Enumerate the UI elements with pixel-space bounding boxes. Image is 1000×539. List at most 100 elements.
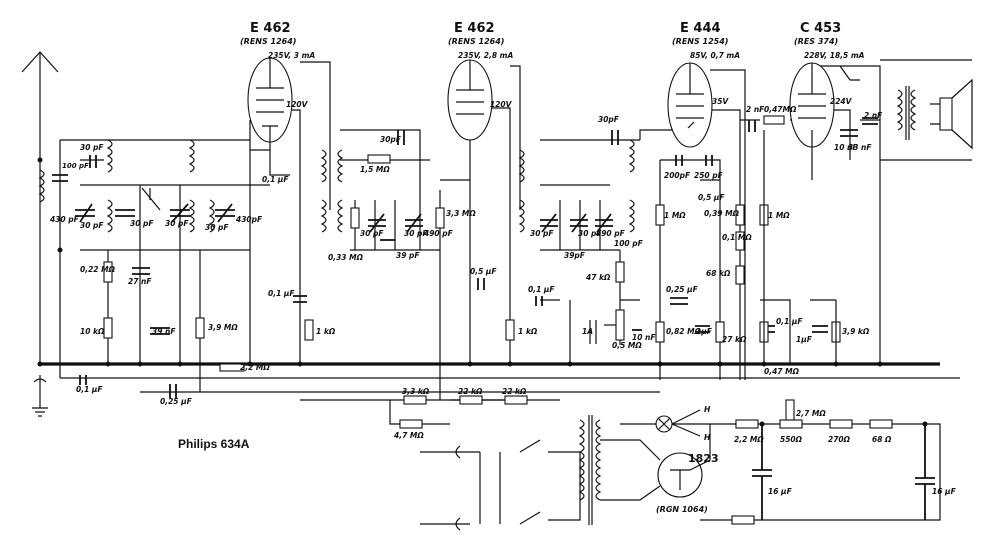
label-r01m: 0,1 MΩ	[722, 233, 752, 242]
label-c2nf-a: 2 nF	[746, 105, 765, 114]
label-c01uf-b: 0,1 μF	[262, 175, 289, 184]
stage1-wiring	[59, 120, 270, 392]
label-c16uf-b: 16 μF	[932, 487, 957, 496]
tube-1	[247, 57, 293, 151]
tuning-capacitors-stage1	[52, 155, 235, 398]
label-c2nf-b: 2 nF	[864, 111, 883, 120]
label-pot1a: 1A	[582, 327, 593, 336]
tuning-capacitors-stage2	[368, 130, 423, 241]
label-c30pf-h: 30 pF	[404, 229, 428, 238]
resistor-22m-a	[219, 363, 245, 372]
label-c430pf-a: 430 pF	[50, 215, 80, 224]
label-c30pf-f: 30pF	[380, 135, 402, 144]
capacitors-output	[840, 117, 878, 137]
tube-2	[447, 59, 493, 141]
speaker-rail	[880, 59, 972, 161]
label-r22k-b: 22 kΩ	[502, 387, 527, 396]
tube4-type: (RES 374)	[794, 37, 838, 46]
switch-stage1	[141, 187, 161, 211]
label-c27nf: 27 nF	[128, 277, 152, 286]
label-c39pf-a: 39 pF	[396, 251, 420, 260]
label-r022m: 0,22 MΩ	[80, 265, 116, 274]
tube2-grid: 120V	[490, 100, 513, 109]
label-c10nf: 10 nF	[632, 333, 656, 342]
label-c16uf-a: 16 μF	[768, 487, 793, 496]
resistor-01m	[735, 231, 745, 251]
label-c33nf: 33 nF	[848, 143, 872, 152]
label-c430pf-b: 430pF	[236, 215, 263, 224]
label-r39m: 3,9 MΩ	[208, 323, 238, 332]
label-c30pf-i: 30pF	[598, 115, 620, 124]
earth-symbol	[32, 375, 48, 417]
label-r550: 550Ω	[780, 435, 803, 444]
label-c39pf-b: 39pF	[564, 251, 586, 260]
capacitors-stage4	[670, 120, 828, 333]
rectifier-tube-1823	[600, 424, 711, 501]
label-r27k: 27 kΩ	[722, 335, 747, 344]
tube3-grid: 35V	[712, 97, 729, 106]
label-r47m: 4,7 MΩ	[394, 431, 424, 440]
resistor-1k-b	[505, 319, 515, 341]
stage4-wiring	[760, 119, 837, 364]
label-c30pf-k: 30 pF	[578, 229, 602, 238]
resistor-15m	[367, 154, 391, 164]
tube-4	[789, 62, 835, 180]
label-c39nf-a: 39 nF	[152, 327, 176, 336]
label-r33k: 3,3 kΩ	[402, 387, 430, 396]
label-r68k: 68 kΩ	[706, 269, 731, 278]
resistor-550	[779, 419, 803, 429]
label-c100pf: 100 pF	[62, 162, 89, 170]
resistor-33m	[435, 207, 445, 229]
input-coils	[106, 139, 215, 233]
tube1-wiring	[269, 109, 301, 364]
tube3-type: (RENS 1254)	[672, 37, 728, 46]
label-c05uf-a: 0,5 μF	[470, 267, 497, 276]
speaker-icon	[930, 78, 973, 150]
capacitor-01uf-a	[293, 295, 307, 303]
resistor-68k	[735, 265, 745, 285]
resistor-ballast	[731, 515, 755, 525]
label-r047m-b: 0,47 MΩ	[764, 367, 800, 376]
if-transformer-2	[518, 139, 635, 233]
resistor-47m	[399, 419, 423, 429]
pilot-lamp-icon	[655, 409, 701, 437]
label-r082m: 0,82 MΩ	[666, 327, 702, 336]
label-c30pf-d: 30 pF	[165, 219, 189, 228]
electrolytic-capacitors	[752, 424, 935, 520]
label-r33m: 3,3 MΩ	[446, 209, 476, 218]
tube4-wiring	[834, 65, 880, 160]
label-r270: 270Ω	[828, 435, 851, 444]
junction-dots	[37, 157, 928, 427]
resistor-1k-a	[304, 319, 314, 341]
label-c05uf-b: 0,5 μF	[698, 193, 725, 202]
label-c490pf-b: 490 pF	[596, 229, 626, 238]
label-r10k: 10 kΩ	[80, 327, 105, 336]
label-c490pf-a: 490 pF	[424, 229, 454, 238]
rectifier-type: (RGN 1064)	[656, 505, 708, 514]
tube1-type: (RENS 1264)	[240, 37, 296, 46]
label-c025uf-a: 0,25 μF	[160, 397, 193, 406]
label-lamp-h-b: H	[704, 433, 711, 442]
diagram-caption: Philips 634A	[178, 437, 250, 451]
resistor-22m-b	[735, 419, 759, 429]
label-c30pf-b: 30 pF	[80, 221, 104, 230]
tube3-name: E 444	[680, 21, 721, 36]
label-r39k: 3,9 kΩ	[842, 327, 870, 336]
mains-switch	[420, 439, 581, 531]
tube4-name: C 453	[800, 21, 841, 36]
label-c250pf: 250 pF	[694, 171, 724, 180]
label-r68: 68 Ω	[872, 435, 892, 444]
resistor-27m	[785, 399, 795, 421]
tube4-grid: 224V	[830, 97, 853, 106]
label-r1k-a: 1 kΩ	[316, 327, 336, 336]
label-c01uf-a: 0,1 μF	[76, 385, 103, 394]
label-c01uf-c: 0,1 μF	[268, 289, 295, 298]
tube3-bias: 85V, 0,7 mA	[690, 51, 740, 60]
resistor-022m	[103, 261, 113, 283]
if-transformer-1	[320, 149, 344, 233]
resistor-27k	[715, 321, 725, 343]
label-lamp-h-a: H	[704, 405, 711, 414]
tube-3	[667, 62, 713, 148]
label-r033m: 0,33 MΩ	[328, 253, 364, 262]
antenna-symbol	[21, 51, 59, 100]
